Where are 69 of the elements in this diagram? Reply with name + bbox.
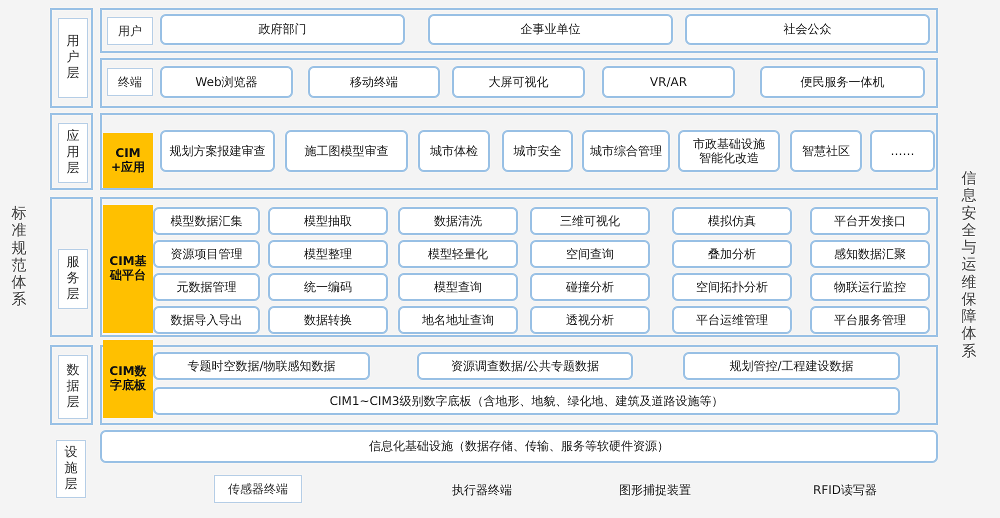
module-box: 政府部门: [160, 14, 405, 45]
side-heading: 信息安全与运维保障体系: [960, 170, 978, 360]
layer-panel: [100, 113, 938, 190]
platform-tag: CIM数字底板: [103, 340, 153, 418]
layer-frame: [50, 8, 93, 108]
module-box: 空间拓扑分析: [672, 273, 792, 301]
module-box: 透视分析: [530, 306, 650, 334]
module-box: 感知数据汇聚: [810, 240, 930, 268]
category-tag: 终端: [107, 68, 153, 96]
module-box: 资源调查数据/公共专题数据: [417, 352, 633, 380]
module-box: 数据清洗: [398, 207, 518, 235]
layer-label: 用户层: [58, 18, 88, 98]
layer-label: 数据层: [58, 355, 88, 419]
module-box: 数据转换: [268, 306, 388, 334]
layer-frame: [50, 345, 93, 425]
device-label: RFID读写器: [812, 482, 878, 499]
module-box: 模型抽取: [268, 207, 388, 235]
module-box: 移动终端: [308, 66, 440, 98]
module-box: 平台运维管理: [672, 306, 792, 334]
module-box: 数据导入导出: [153, 306, 260, 334]
layer-frame: [50, 113, 93, 190]
module-box: 规划管控/工程建设数据: [683, 352, 900, 380]
device-label: 执行器终端: [452, 482, 512, 499]
module-box: ……: [870, 130, 935, 172]
platform-tag: CIM+应用: [103, 133, 153, 188]
module-box: 信息化基础设施（数据存储、传输、服务等软硬件资源）: [100, 430, 938, 463]
layer-panel: [100, 197, 938, 337]
module-box: 统一编码: [268, 273, 388, 301]
module-box: 市政基础设施智能化改造: [678, 130, 780, 172]
module-box: 城市综合管理: [582, 130, 670, 172]
category-tag: 传感器终端: [214, 475, 302, 503]
module-box: 专题时空数据/物联感知数据: [153, 352, 370, 380]
layer-panel: [100, 8, 938, 53]
module-box: 智慧社区: [790, 130, 862, 172]
layer-label: 设施层: [56, 440, 86, 498]
platform-tag: CIM基础平台: [103, 205, 153, 333]
module-box: 模型轻量化: [398, 240, 518, 268]
module-box: 企事业单位: [428, 14, 673, 45]
module-box: 模型整理: [268, 240, 388, 268]
category-tag: 用户: [107, 17, 153, 45]
module-box: 物联运行监控: [810, 273, 930, 301]
layer-panel: [100, 58, 938, 108]
module-box: 平台开发接口: [810, 207, 930, 235]
device-label: 图形捕捉装置: [619, 482, 691, 499]
layer-frame: [50, 197, 93, 337]
module-box: 大屏可视化: [452, 66, 585, 98]
module-box: 城市体检: [418, 130, 490, 172]
module-box: 资源项目管理: [153, 240, 260, 268]
layer-label: 应用层: [58, 123, 88, 183]
module-box: 城市安全: [502, 130, 573, 172]
module-box: 便民服务一体机: [760, 66, 925, 98]
module-box: Web浏览器: [160, 66, 293, 98]
module-box: 模型查询: [398, 273, 518, 301]
module-box: 元数据管理: [153, 273, 260, 301]
module-box: 叠加分析: [672, 240, 792, 268]
module-box: 三维可视化: [530, 207, 650, 235]
side-heading: 标准规范体系: [10, 205, 28, 308]
module-box: 平台服务管理: [810, 306, 930, 334]
module-box: 模拟仿真: [672, 207, 792, 235]
module-box: 模型数据汇集: [153, 207, 260, 235]
module-box: 施工图模型审查: [285, 130, 408, 172]
module-box: 社会公众: [685, 14, 930, 45]
module-box: 规划方案报建审查: [160, 130, 275, 172]
module-box: 碰撞分析: [530, 273, 650, 301]
module-box: 地名地址查询: [398, 306, 518, 334]
module-box: 空间查询: [530, 240, 650, 268]
layer-label: 服务层: [58, 249, 88, 309]
module-box: CIM1~CIM3级别数字底板（含地形、地貌、绿化地、建筑及道路设施等）: [153, 387, 900, 415]
module-box: VR/AR: [602, 66, 735, 98]
